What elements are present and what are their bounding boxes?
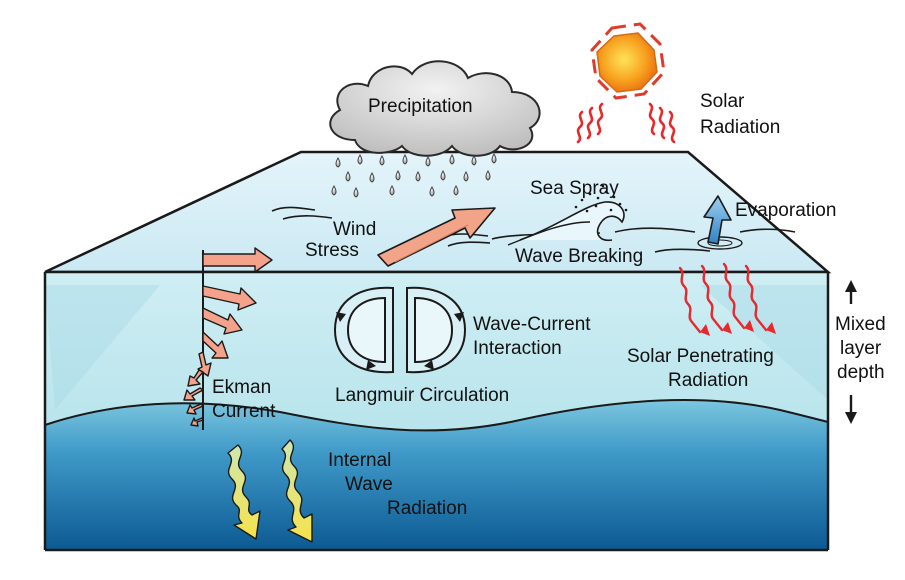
label-ekman-1: Ekman [212,377,271,398]
evaporation-arrow [697,195,743,250]
wind-stress-arrow [377,207,496,267]
label-wave-breaking: Wave Breaking [515,246,643,267]
label-internal-1: Internal [328,450,391,471]
label-wind-2: Stress [305,240,359,261]
label-wind-1: Wind [333,219,376,240]
label-langmuir: Langmuir Circulation [335,385,509,406]
label-solar-radiation-2: Radiation [700,117,780,138]
label-solar-radiation-1: Solar [700,91,745,112]
sea-spray-dots [574,184,628,213]
label-wave-current-1: Wave-Current [473,314,591,335]
cloud-icon [329,60,541,157]
label-layer: layer [840,338,882,359]
langmuir-circulation-cells [333,286,467,374]
internal-wave-arrows [227,439,313,543]
solar-penetrating-arrows [678,262,768,334]
label-wave-current-2: Interaction [473,338,562,359]
raindrops [331,152,497,198]
solar-radiation-rays [576,102,676,144]
label-depth: depth [837,362,885,383]
label-sea-spray: Sea Spray [530,178,619,199]
label-mixed: Mixed [835,314,886,335]
label-internal-3: Radiation [387,498,467,519]
label-precipitation: Precipitation [368,96,473,117]
label-evaporation: Evaporation [735,200,836,221]
diagram-labels: Precipitation Solar Radiation Sea Spray … [212,91,886,519]
label-internal-2: Wave [345,474,393,495]
mixed-layer-depth-indicator [845,280,857,424]
label-ekman-2: Current [212,401,276,422]
solar-penetrating-arrowheads [700,320,776,336]
mixed-layer-shading-left [45,285,160,410]
mixed-layer-boundary [44,399,829,432]
label-solar-penetrating-1: Solar Penetrating [627,346,774,367]
ocean-box [43,150,832,552]
label-solar-penetrating-2: Radiation [668,370,748,391]
mixed-layer-shading-right [700,285,828,400]
sun-icon [590,22,666,100]
ekman-current-spiral [183,247,273,430]
breaking-wave-icon [507,201,625,246]
